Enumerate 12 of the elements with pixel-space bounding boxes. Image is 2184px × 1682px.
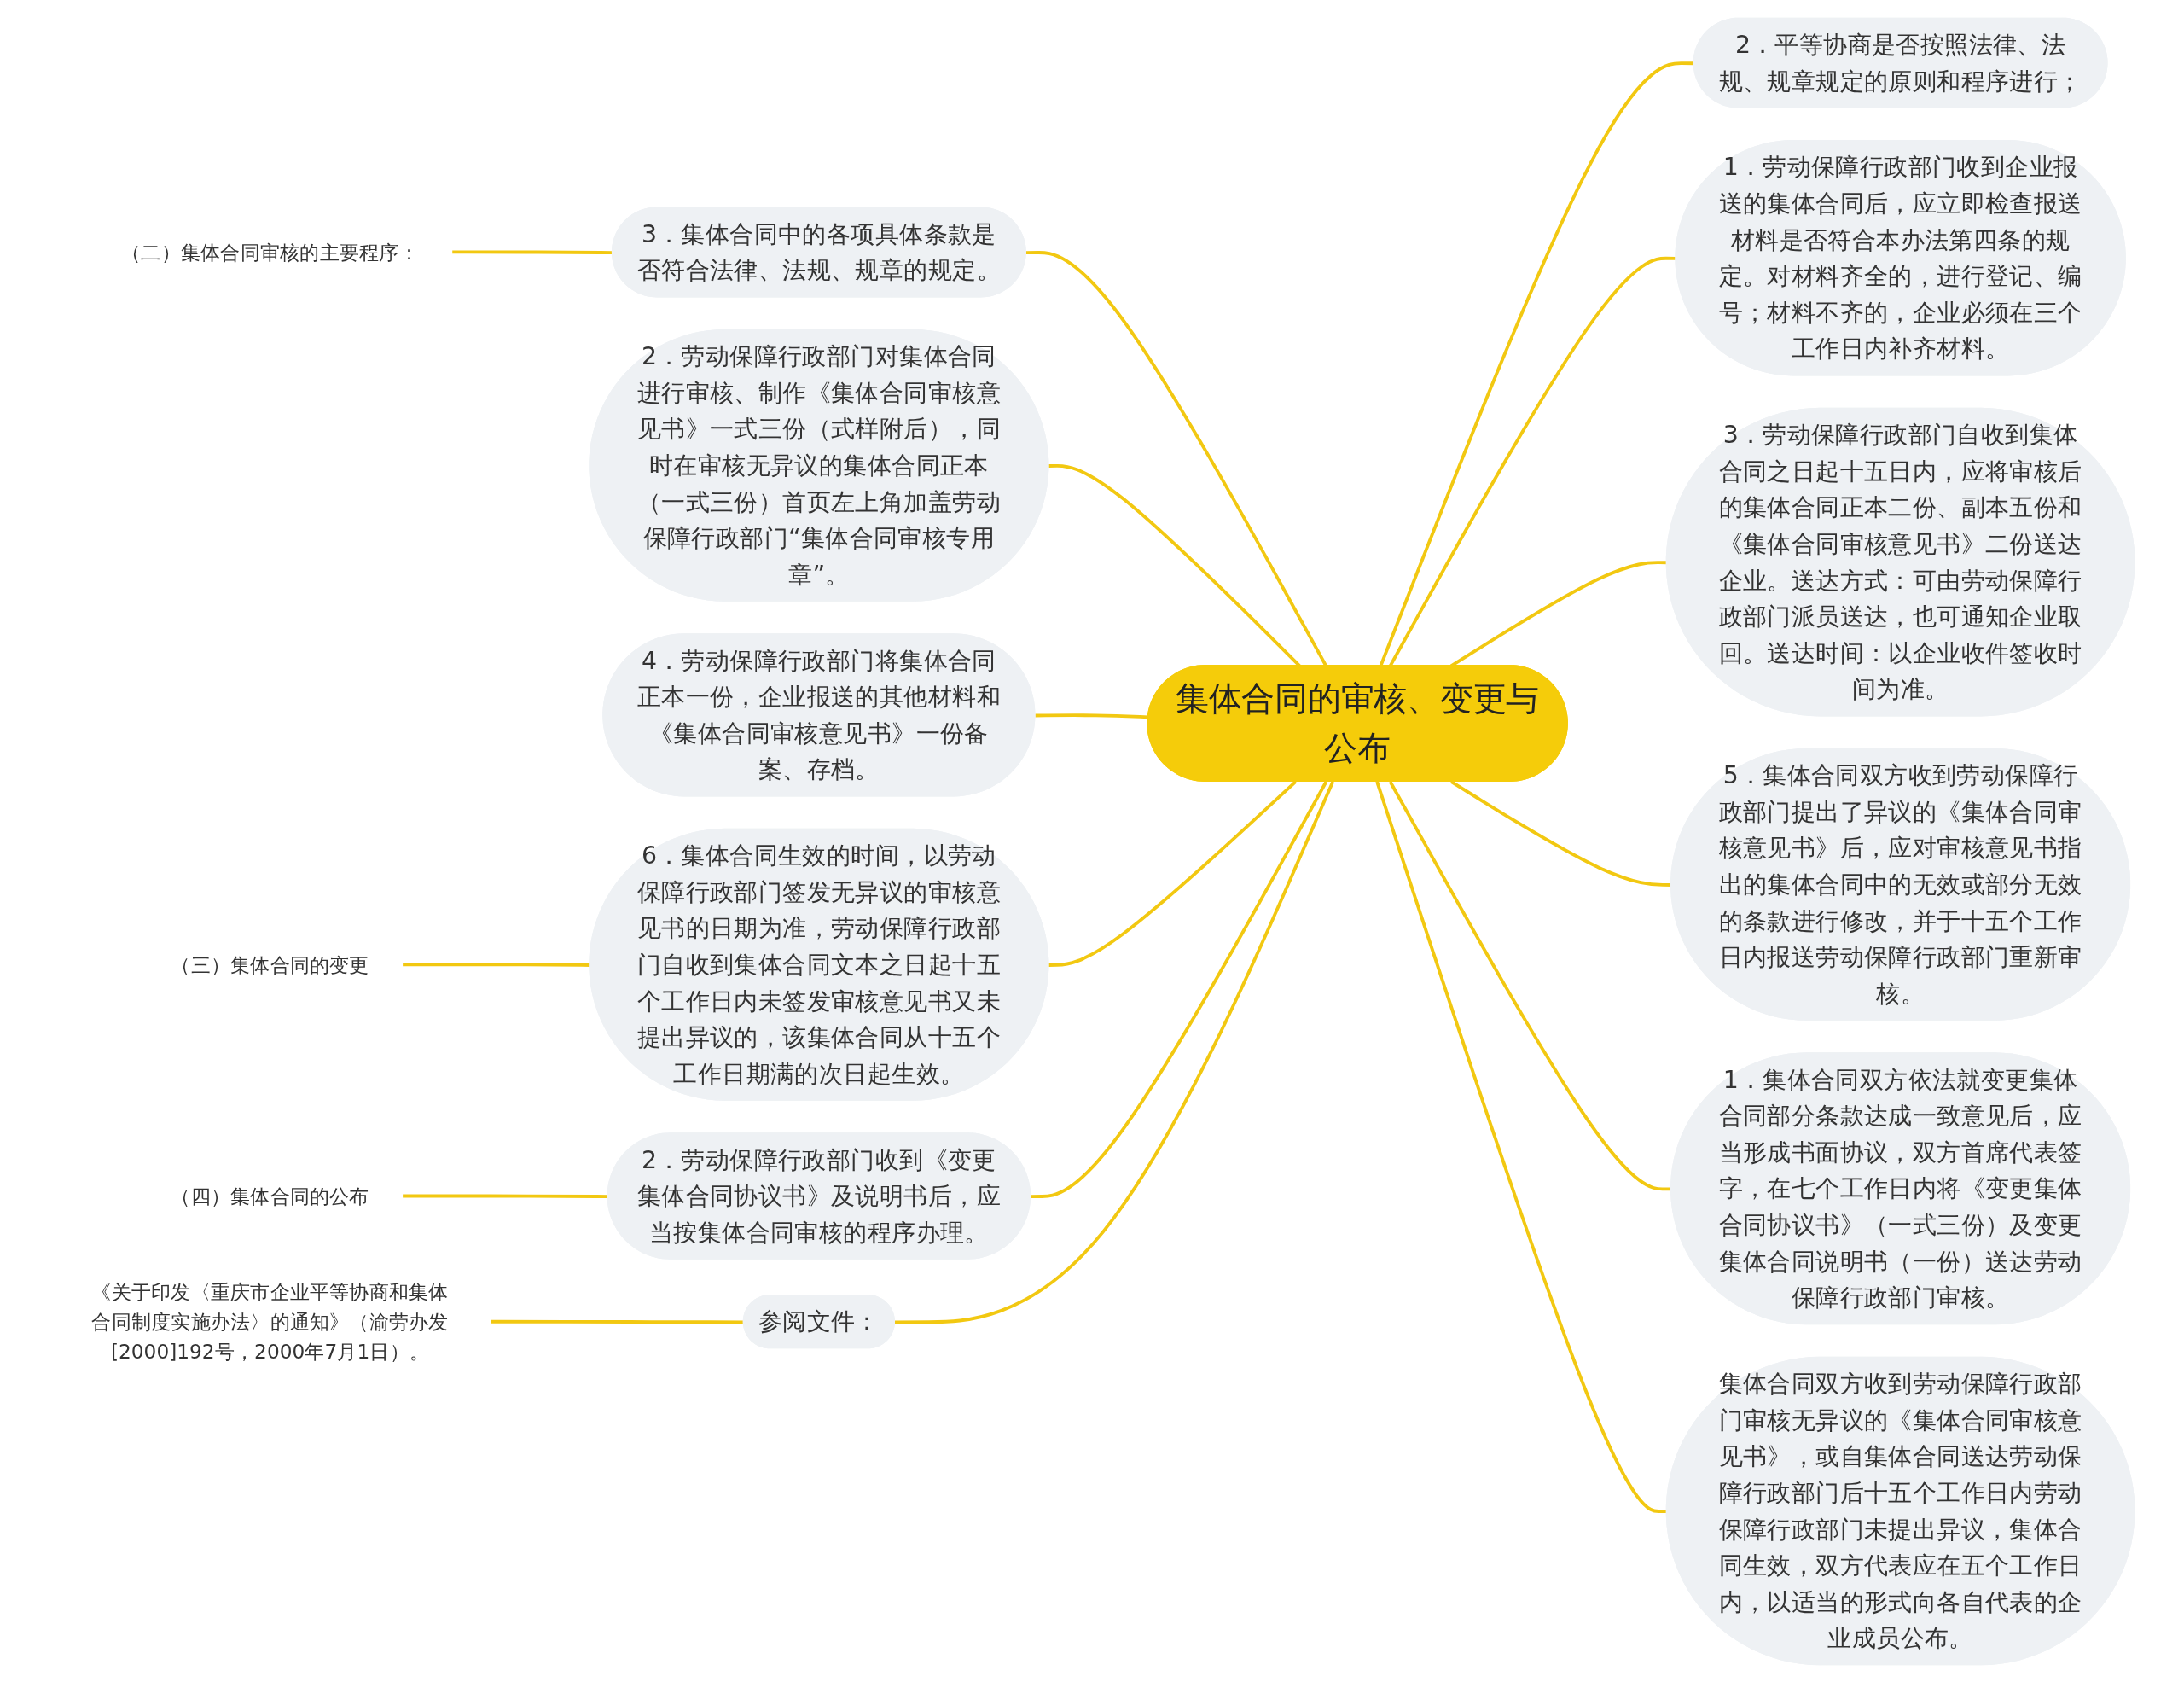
connector <box>402 1194 608 1198</box>
connector <box>894 780 1335 1324</box>
connector <box>1048 780 1298 967</box>
node-text: （三）集体合同的变更 <box>171 952 369 976</box>
connector <box>1031 780 1328 1198</box>
node-text: 《关于印发〈重庆市企业平等协商和集体合同制度实施办法〉的通知》（渝劳办发[2000]192号，2000年7月1日）。 <box>91 1279 449 1363</box>
connector <box>1025 250 1328 666</box>
connector <box>1379 61 1694 666</box>
node-text: （四）集体合同的公布 <box>171 1184 369 1208</box>
connector <box>402 962 590 967</box>
connector <box>1388 256 1676 666</box>
node-text: （二）集体合同审核的主要程序： <box>121 240 419 264</box>
